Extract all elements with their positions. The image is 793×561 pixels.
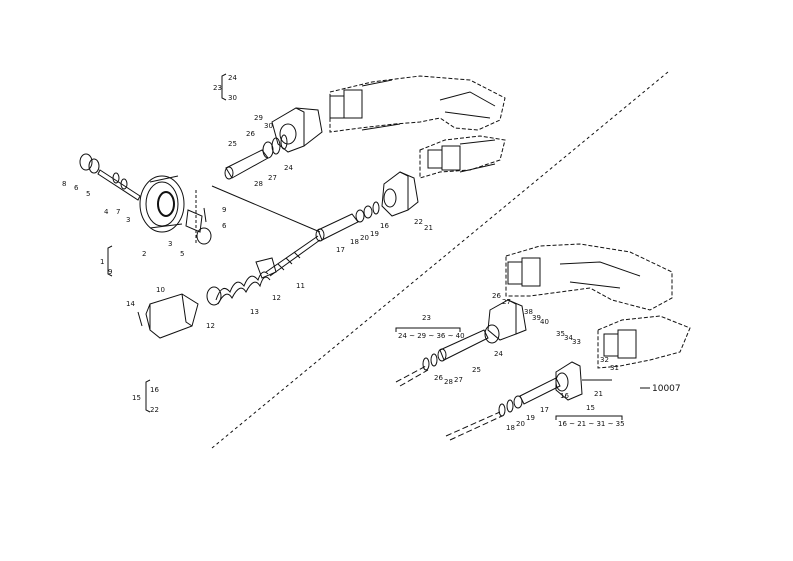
frame-lower xyxy=(505,243,691,369)
brace-15 xyxy=(145,379,151,413)
label-26c: 26 xyxy=(434,374,443,382)
label-19: 19 xyxy=(370,230,379,238)
idler-wheel xyxy=(139,175,185,233)
label-5a: 5 xyxy=(86,190,90,198)
label-21: 21 xyxy=(424,224,433,232)
label-20b: 20 xyxy=(516,420,525,428)
label-27: 27 xyxy=(268,174,277,182)
tie-line xyxy=(211,185,321,233)
label-7a: 7 xyxy=(116,208,120,216)
label-35: 35 xyxy=(556,330,565,338)
lower-shaft-25 xyxy=(395,329,489,387)
shaft-17 xyxy=(315,201,380,242)
label-seq-15: 16 ~ 21 ~ 31 ~ 35 xyxy=(558,420,625,428)
label-38: 38 xyxy=(524,308,533,316)
label-9b: 9 xyxy=(108,268,112,276)
label-25b: 25 xyxy=(472,366,481,374)
label-2: 2 xyxy=(142,250,146,258)
brace-23-top xyxy=(221,73,227,101)
label-27c: 27 xyxy=(454,376,463,384)
label-16c: 16 xyxy=(560,392,569,400)
hub-right xyxy=(185,190,212,245)
label-9: 9 xyxy=(222,206,226,214)
label-6a: 6 xyxy=(74,184,79,192)
frame-top xyxy=(329,75,506,179)
label-23a: 23 xyxy=(213,84,222,92)
label-8a: 8 xyxy=(62,180,66,188)
group-bracket-15 xyxy=(555,415,623,420)
label-5b: 5 xyxy=(180,250,184,258)
label-24c: 24 xyxy=(494,350,503,358)
bracket-24-top xyxy=(271,107,323,153)
label-12b: 12 xyxy=(272,294,281,302)
label-18b: 18 xyxy=(506,424,515,432)
label-6b: 6 xyxy=(222,222,227,230)
label-30b: 30 xyxy=(264,122,273,130)
label-12a: 12 xyxy=(206,322,215,330)
group-bracket-23 xyxy=(395,327,461,332)
divider-line xyxy=(211,71,669,449)
label-39: 39 xyxy=(532,314,541,322)
label-19b: 19 xyxy=(526,414,535,422)
lower-bracket-16 xyxy=(555,361,612,401)
label-10: 10 xyxy=(156,286,165,294)
label-23b: 23 xyxy=(422,314,431,322)
label-29: 29 xyxy=(254,114,263,122)
label-22: 22 xyxy=(414,218,423,226)
label-17: 17 xyxy=(336,246,345,254)
figure-number: 10007 xyxy=(652,384,681,394)
label-3b: 3 xyxy=(168,240,172,248)
label-27b: 27 xyxy=(502,298,511,306)
label-40: 40 xyxy=(540,318,549,326)
brace-1-9 xyxy=(107,245,113,277)
label-1: 1 xyxy=(100,258,104,266)
label-seq-23: 24 ~ 29 ~ 36 ~ 40 xyxy=(398,332,465,340)
label-15: 15 xyxy=(132,394,141,402)
label-16b: 16 xyxy=(150,386,159,394)
rod-11 xyxy=(265,235,321,277)
label-32: 32 xyxy=(600,356,609,364)
label-3a: 3 xyxy=(126,216,130,224)
label-18: 18 xyxy=(350,238,359,246)
label-21b: 21 xyxy=(594,390,603,398)
label-33: 33 xyxy=(572,338,581,346)
label-28b: 28 xyxy=(444,378,453,386)
label-17b: 17 xyxy=(540,406,549,414)
label-26b: 26 xyxy=(492,292,501,300)
label-28: 28 xyxy=(254,180,263,188)
label-24a: 24 xyxy=(228,74,237,82)
hub-left xyxy=(79,153,141,201)
label-13: 13 xyxy=(250,308,259,316)
label-34: 34 xyxy=(564,334,573,342)
label-30a: 30 xyxy=(228,94,237,102)
lower-bracket-26 xyxy=(484,299,527,344)
label-24b: 24 xyxy=(284,164,293,172)
label-25: 25 xyxy=(228,140,237,148)
label-4a: 4 xyxy=(104,208,109,216)
shaft-25-top xyxy=(224,134,288,180)
cylinder-10 xyxy=(137,293,199,339)
label-14: 14 xyxy=(126,300,135,308)
label-31: 31 xyxy=(610,364,619,372)
label-26: 26 xyxy=(246,130,255,138)
label-16: 16 xyxy=(380,222,389,230)
spring-13 xyxy=(206,257,277,306)
lower-shaft-17 xyxy=(445,377,561,441)
label-15b: 15 xyxy=(586,404,595,412)
label-11: 11 xyxy=(296,282,305,290)
bracket-16 xyxy=(381,171,419,217)
label-20: 20 xyxy=(360,234,369,242)
label-22b: 22 xyxy=(150,406,159,414)
